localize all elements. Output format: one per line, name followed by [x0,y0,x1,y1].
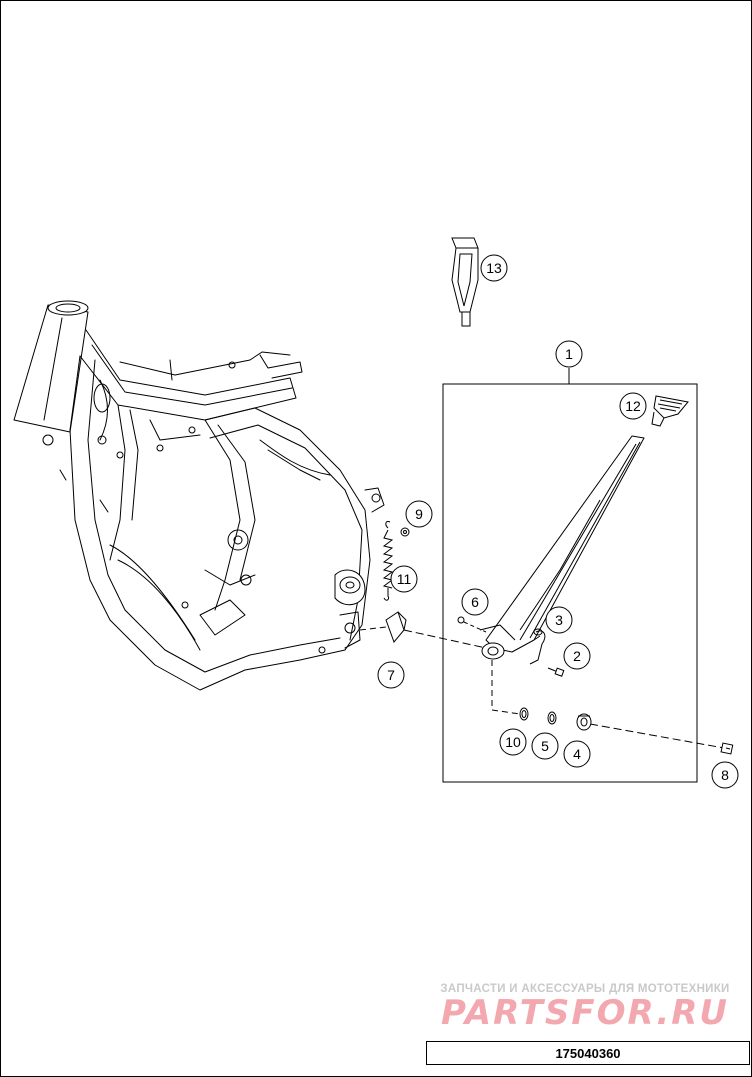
frame-drawing [13,300,385,691]
callout-9: 9 [405,500,433,528]
callout-7-label: 7 [387,667,395,683]
callout-10: 10 [499,728,527,756]
callout-2-circle [563,642,591,670]
watermark-logo: PARTSFOR.RU [440,993,730,1033]
part-13-strap [451,237,479,327]
part-10-washer [519,707,529,721]
part-5-washer [547,711,557,725]
callout-13-label: 13 [486,260,502,276]
callout-8: 8 [711,761,739,789]
callout-8-label: 8 [721,767,729,783]
part-11-spring [382,521,394,601]
callout-6: 6 [461,588,489,616]
callout-10-label: 10 [505,734,521,750]
callout-9-label: 9 [415,506,423,522]
callout-3-circle [545,606,573,634]
part-4-bushing [576,713,592,731]
callout-7: 7 [377,661,405,689]
callout-5-label: 5 [541,738,549,754]
callout-1: 1 [555,340,583,368]
callout-1-label: 1 [565,346,573,362]
callout-2: 2 [563,642,591,670]
part-3-clip [529,628,546,665]
callout-12-label: 12 [625,398,641,414]
callout-11-label: 11 [397,571,412,587]
kit-1-boundary [442,383,698,783]
callout-4: 4 [563,740,591,768]
callout-8-circle [711,761,739,789]
callout-11-circle [390,565,418,593]
callout-2-label: 2 [573,648,581,664]
callout-11: 11 [390,565,418,593]
part-9-nut [400,527,410,537]
callout-12-circle [619,392,647,420]
part-number-box: 175040360 [426,1041,750,1065]
callout-4-circle [563,740,591,768]
part-number: 175040360 [555,1045,621,1061]
callout-9-circle [405,500,433,528]
callout-6-circle [461,588,489,616]
callout-10-circle [499,728,527,756]
callout-7-circle [377,661,405,689]
callout-3-label: 3 [555,612,563,628]
callout-1-circle [555,340,583,368]
callout-12: 12 [619,392,647,420]
callout-13-circle [480,254,508,282]
watermark: ЗАПЧАСТИ И АКСЕССУАРЫ ДЛЯ МОТОТЕХНИКИ PA… [430,983,740,1033]
callout-6-label: 6 [471,594,479,610]
part-8-bolt [720,742,734,755]
callout-5: 5 [531,732,559,760]
part-7-bracket [385,611,407,643]
side-stand-drawing [479,435,645,660]
part-2-screw [547,667,565,677]
callout-3: 3 [545,606,573,634]
callout-13: 13 [480,254,508,282]
part-6-nut [457,616,465,624]
watermark-tagline: ЗАПЧАСТИ И АКСЕССУАРЫ ДЛЯ МОТОТЕХНИКИ [440,983,730,995]
callout-4-label: 4 [573,746,581,762]
callout-5-circle [531,732,559,760]
part-12-foot [651,395,689,427]
